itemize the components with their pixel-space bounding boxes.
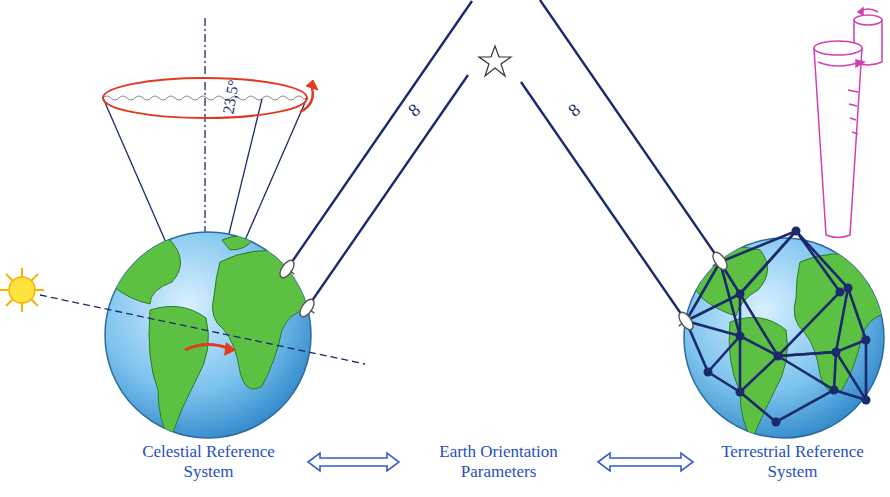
- callout-number: 8: [564, 100, 584, 122]
- sun: [0, 268, 44, 312]
- system-name: Celestial Reference System: [121, 442, 296, 482]
- quasar-star: [479, 46, 511, 76]
- double-arrow: [598, 453, 693, 471]
- angle-label: 23,5°: [219, 78, 243, 115]
- system-name: Earth Orientation Parameters: [411, 442, 586, 482]
- earth-network: [682, 227, 886, 441]
- system-label: Celestial Reference System: [115, 440, 302, 484]
- callout-number: 8: [404, 100, 424, 122]
- rotation-cylinders: [814, 8, 882, 238]
- antenna-dishes: [277, 250, 730, 334]
- system-name: Terrestrial Reference System: [705, 442, 880, 482]
- double-arrow: [308, 453, 399, 471]
- system-label: Terrestrial Reference System: [699, 440, 886, 484]
- earth-globe: [40, 232, 365, 440]
- system-label: Earth Orientation Parameters: [405, 440, 592, 484]
- signal-lines: [287, 0, 720, 321]
